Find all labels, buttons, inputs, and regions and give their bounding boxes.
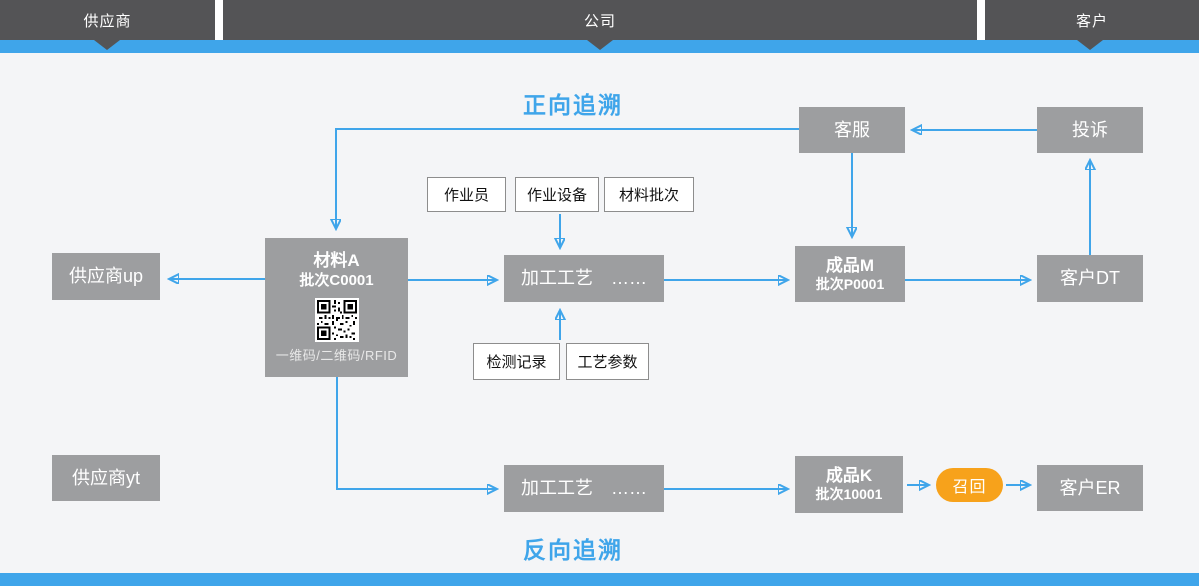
node-supplier-yt-label: 供应商yt [71,467,140,488]
node-process-top: 加工工艺 …… [504,255,664,302]
tag-equipment-label: 作业设备 [526,187,587,204]
node-customer-service-label: 客服 [834,119,870,140]
node-supplier-up-label: 供应商up [68,266,144,287]
tag-material-batch: 材料批次 [604,177,694,212]
lane-header-supplier: 供应商 [0,0,215,40]
node-product-k-batch: 批次10001 [815,486,883,503]
node-complaint: 投诉 [1037,107,1143,153]
node-material-a: 材料A 批次C0001 [265,238,408,377]
lane-pointer-triangle-supplier [94,40,120,50]
node-customer-er-label: 客户ER [1059,477,1121,498]
node-product-m-batch: 批次P0001 [815,275,885,292]
lane-header-customer: 客户 [985,0,1199,40]
backward-trace-title: 反向追溯 [523,537,623,563]
node-supplier-yt: 供应商yt [52,455,160,501]
node-complaint-label: 投诉 [1072,119,1108,140]
node-product-k-name: 成品K [825,466,873,486]
node-material-a-codes: 一维码/二维码/RFID [275,348,398,364]
tag-equipment: 作业设备 [515,177,599,212]
bottom-accent-bar [0,573,1199,586]
lane-header-customer-label: 客户 [1075,12,1108,30]
forward-trace-title: 正向追溯 [523,92,623,118]
node-product-k: 成品K 批次10001 [795,456,903,513]
tag-worker: 作业员 [427,177,506,212]
node-customer-dt: 客户DT [1037,255,1143,302]
node-process-top-label: 加工工艺 …… [521,268,647,289]
tag-inspection-record-label: 检测记录 [486,354,547,371]
qr-code-icon [314,298,359,343]
node-customer-dt-label: 客户DT [1060,268,1120,289]
tag-material-batch-label: 材料批次 [618,187,679,204]
tag-worker-label: 作业员 [443,187,489,204]
node-supplier-up: 供应商up [52,253,160,300]
lane-header-company-label: 公司 [583,12,616,30]
node-process-bottom: 加工工艺 …… [504,465,664,512]
node-product-m: 成品M 批次P0001 [795,246,905,302]
lane-header-company: 公司 [223,0,977,40]
node-material-a-name: 材料A [313,251,360,271]
lane-pointer-triangle-company [587,40,613,50]
tag-inspection-record: 检测记录 [473,343,560,380]
lane-header-supplier-label: 供应商 [83,12,132,30]
node-customer-service: 客服 [799,107,905,153]
node-material-a-batch: 批次C0001 [299,271,374,289]
lane-pointer-triangle-customer [1077,40,1103,50]
recall-badge: 召回 [936,468,1003,502]
tag-process-params-label: 工艺参数 [577,354,638,371]
node-product-m-name: 成品M [825,255,875,275]
node-customer-er: 客户ER [1037,465,1143,511]
recall-badge-label: 召回 [952,479,987,496]
tag-process-params: 工艺参数 [566,343,649,380]
node-process-bottom-label: 加工工艺 …… [521,478,647,499]
